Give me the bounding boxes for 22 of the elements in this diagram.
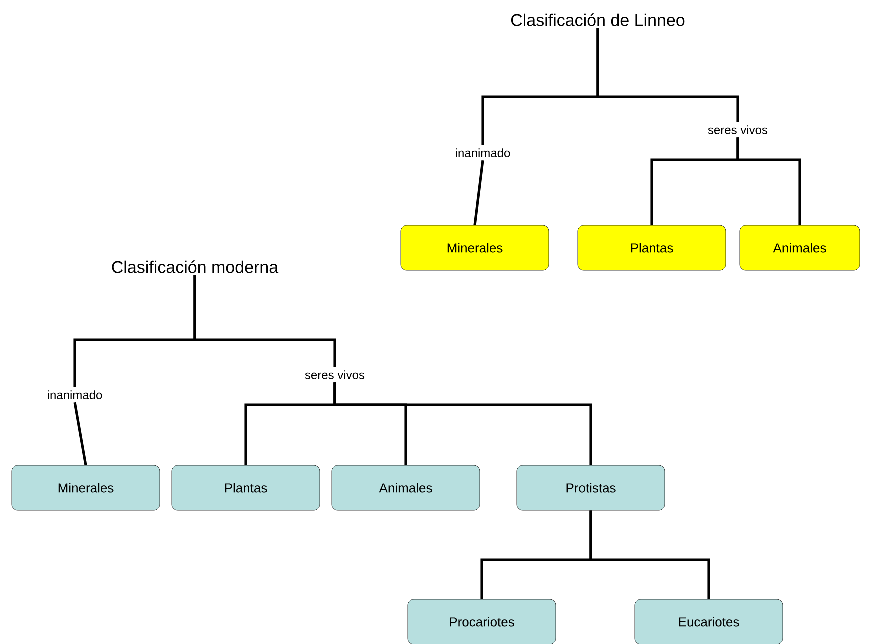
branch-label: inanimado — [48, 390, 102, 400]
connector-line — [474, 160, 484, 226]
category-box: Minerales — [12, 465, 160, 511]
branch-label: seres vivos — [708, 126, 768, 134]
category-box: Animales — [740, 225, 860, 271]
category-box: Minerales — [400, 225, 550, 271]
connector-line — [590, 510, 710, 600]
connector-line — [596, 28, 740, 122]
connector-line — [334, 382, 592, 466]
category-box: Animales — [332, 465, 480, 511]
heading-text: Clasificación de Linneo — [511, 14, 685, 26]
connector-line — [74, 402, 88, 466]
category-box: Eucariotes — [634, 599, 784, 644]
connector-line — [736, 138, 802, 226]
heading-text: Clasificación moderna — [112, 260, 279, 274]
category-box: Plantas — [578, 225, 726, 271]
branch-label: seres vivos — [305, 370, 365, 380]
branch-label: inanimado — [456, 148, 510, 158]
connector-line — [194, 276, 336, 368]
category-box: Procariotes — [408, 599, 556, 644]
category-box: Protistas — [516, 465, 666, 511]
category-box: Plantas — [172, 465, 320, 511]
